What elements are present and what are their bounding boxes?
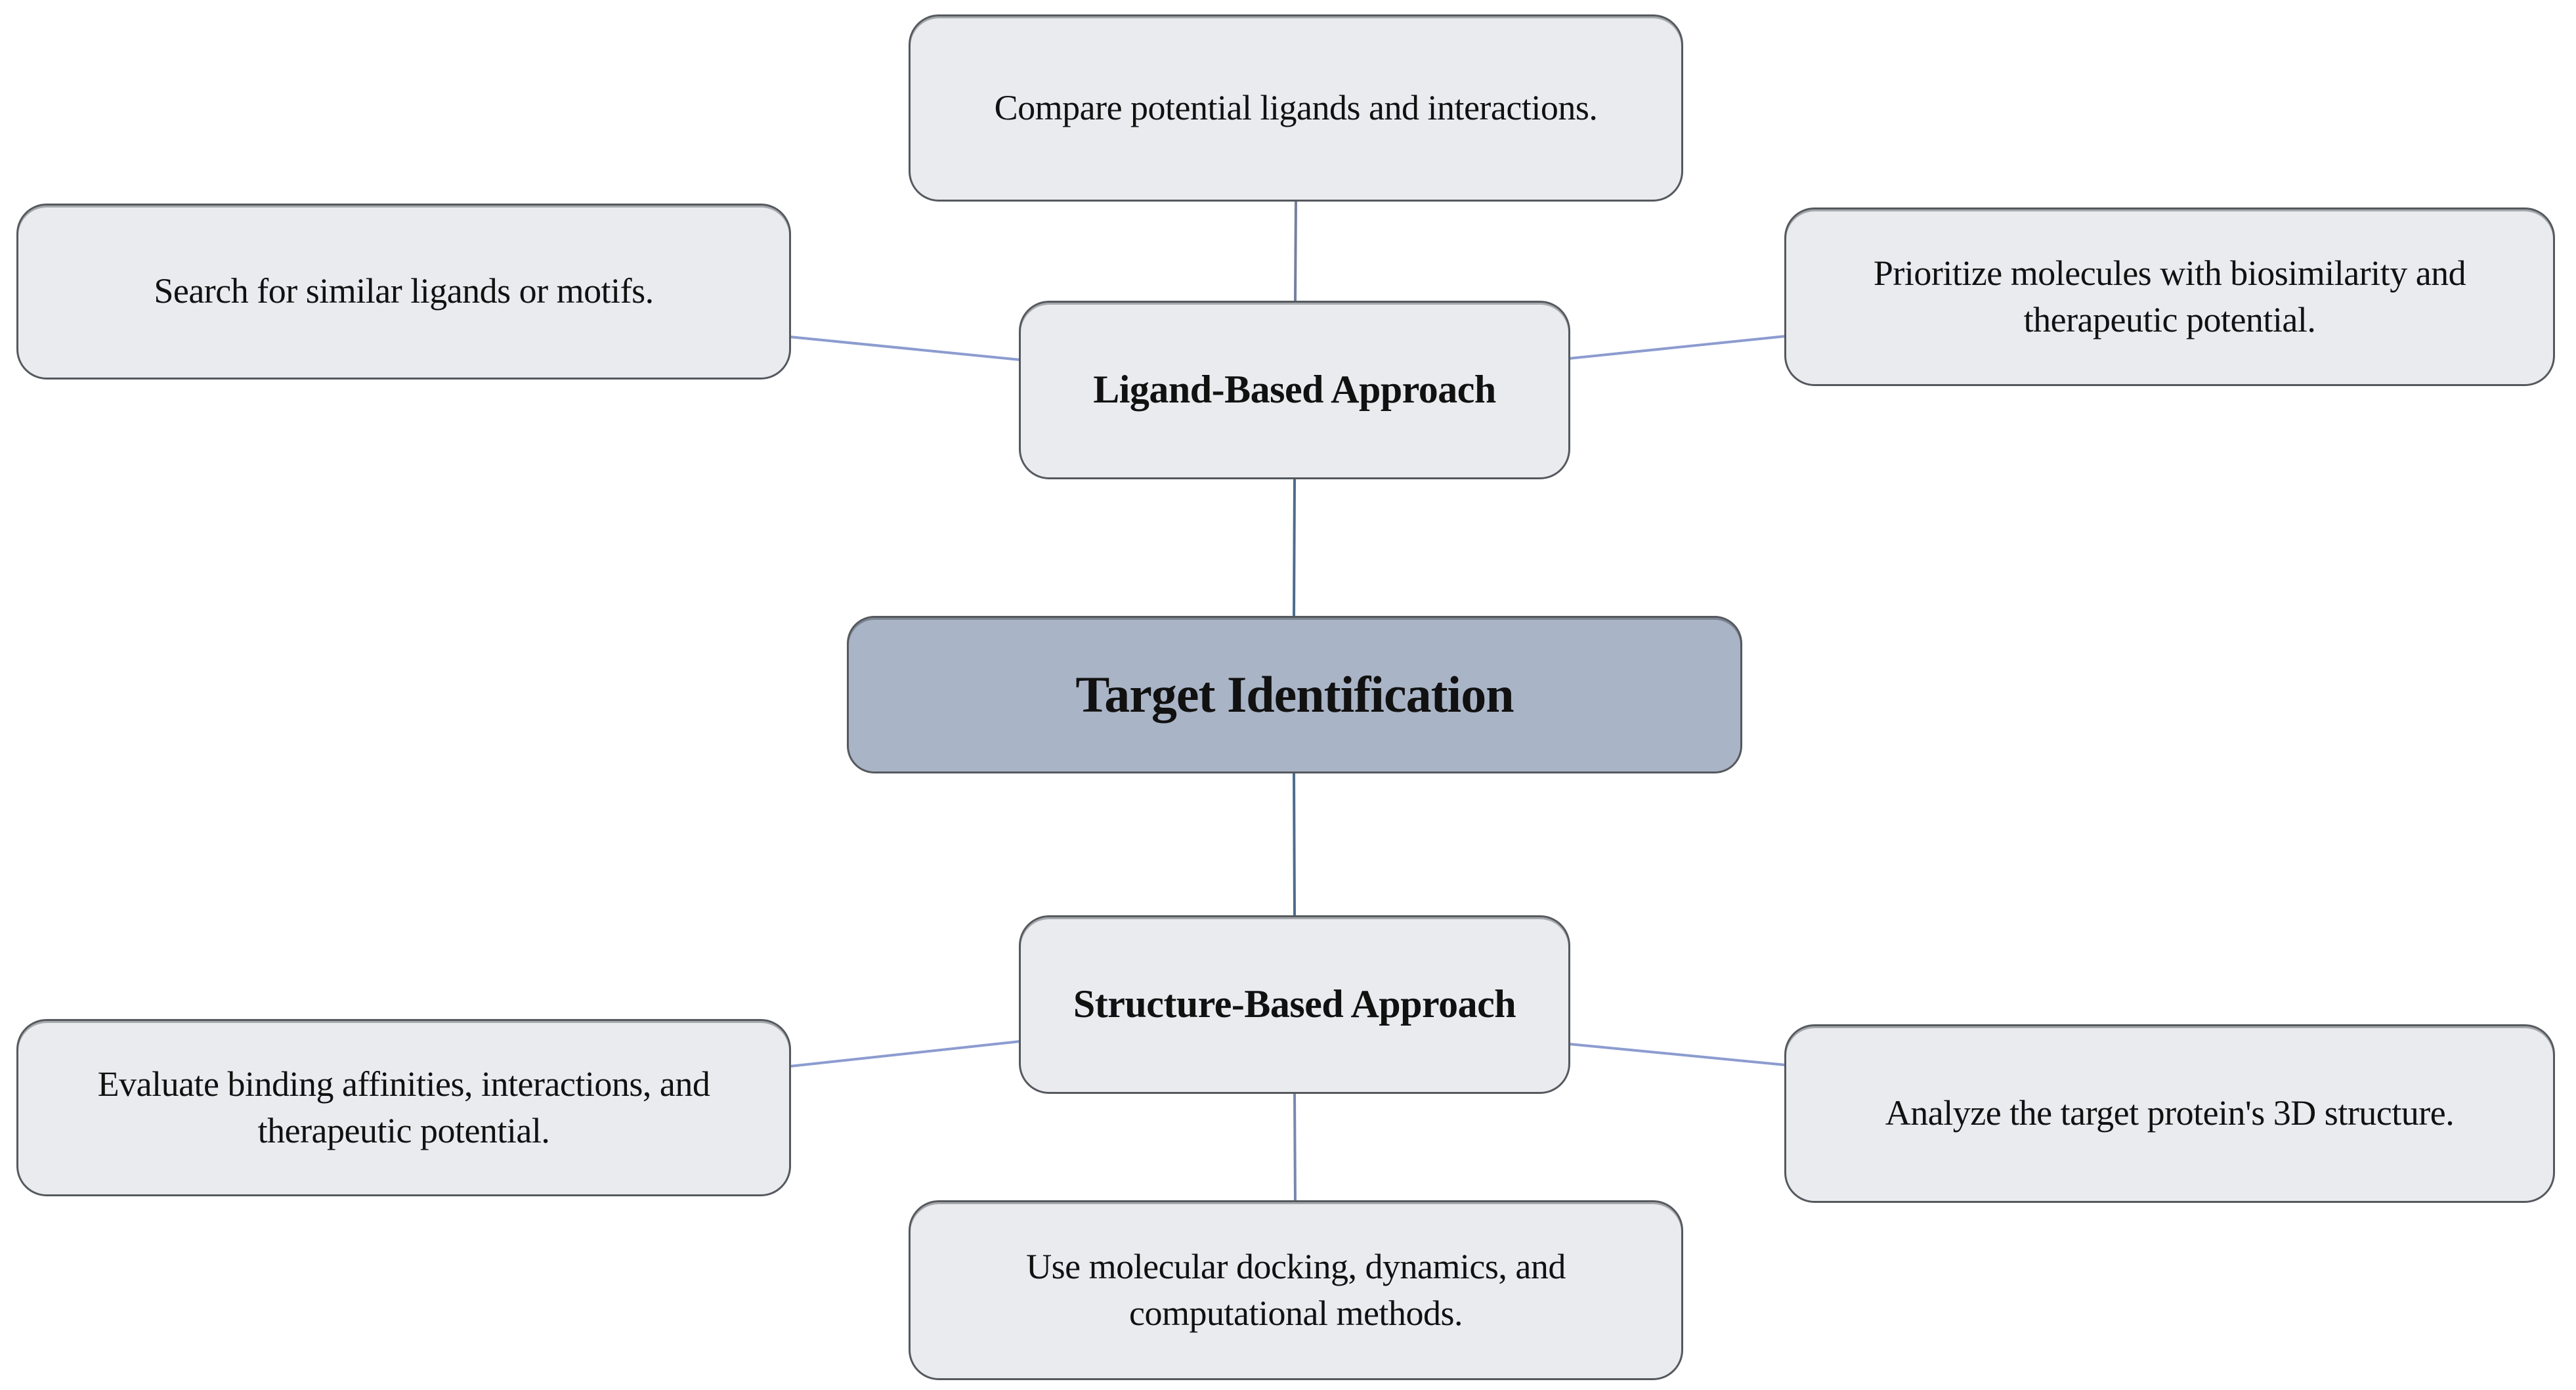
branch-node-ligand-based-label: Ligand-Based Approach [1093, 368, 1496, 412]
leaf-node-prioritize-molecules-label: Prioritize molecules with biosimilarity … [1873, 253, 2466, 339]
leaf-node-search-similar-ligands-label: Search for similar ligands or motifs. [154, 271, 654, 311]
connector-search-to-ligand [789, 336, 1021, 361]
branch-node-structure-based-label: Structure-Based Approach [1073, 982, 1516, 1026]
connector-evaluate-to-structure [789, 1040, 1021, 1068]
leaf-node-compare-ligands-label: Compare potential ligands and interactio… [994, 87, 1598, 127]
leaf-node-prioritize-molecules: Prioritize molecules with biosimilarity … [1784, 207, 2555, 386]
leaf-node-evaluate-binding: Evaluate binding affinities, interaction… [16, 1019, 791, 1196]
connector-compare-to-ligand [1294, 200, 1297, 303]
center-node-target-identification: Target Identification [847, 616, 1742, 773]
center-node-target-identification-label: Target Identification [1075, 665, 1514, 723]
connector-center-to-structure [1293, 771, 1296, 917]
leaf-node-molecular-docking-label: Use molecular docking, dynamics, and com… [1026, 1246, 1566, 1333]
leaf-node-search-similar-ligands: Search for similar ligands or motifs. [16, 204, 791, 380]
leaf-node-evaluate-binding-label: Evaluate binding affinities, interaction… [97, 1064, 710, 1150]
leaf-node-compare-ligands: Compare potential ligands and interactio… [909, 14, 1683, 202]
connector-ligand-to-prioritize [1568, 335, 1786, 360]
connector-structure-to-analyze [1568, 1043, 1786, 1066]
branch-node-structure-based: Structure-Based Approach [1019, 915, 1570, 1094]
branch-node-ligand-based: Ligand-Based Approach [1019, 301, 1570, 479]
leaf-node-analyze-structure: Analyze the target protein's 3D structur… [1784, 1024, 2555, 1203]
leaf-node-analyze-structure-label: Analyze the target protein's 3D structur… [1885, 1093, 2455, 1133]
connector-ligand-to-center [1293, 477, 1296, 619]
leaf-node-molecular-docking: Use molecular docking, dynamics, and com… [909, 1200, 1683, 1380]
